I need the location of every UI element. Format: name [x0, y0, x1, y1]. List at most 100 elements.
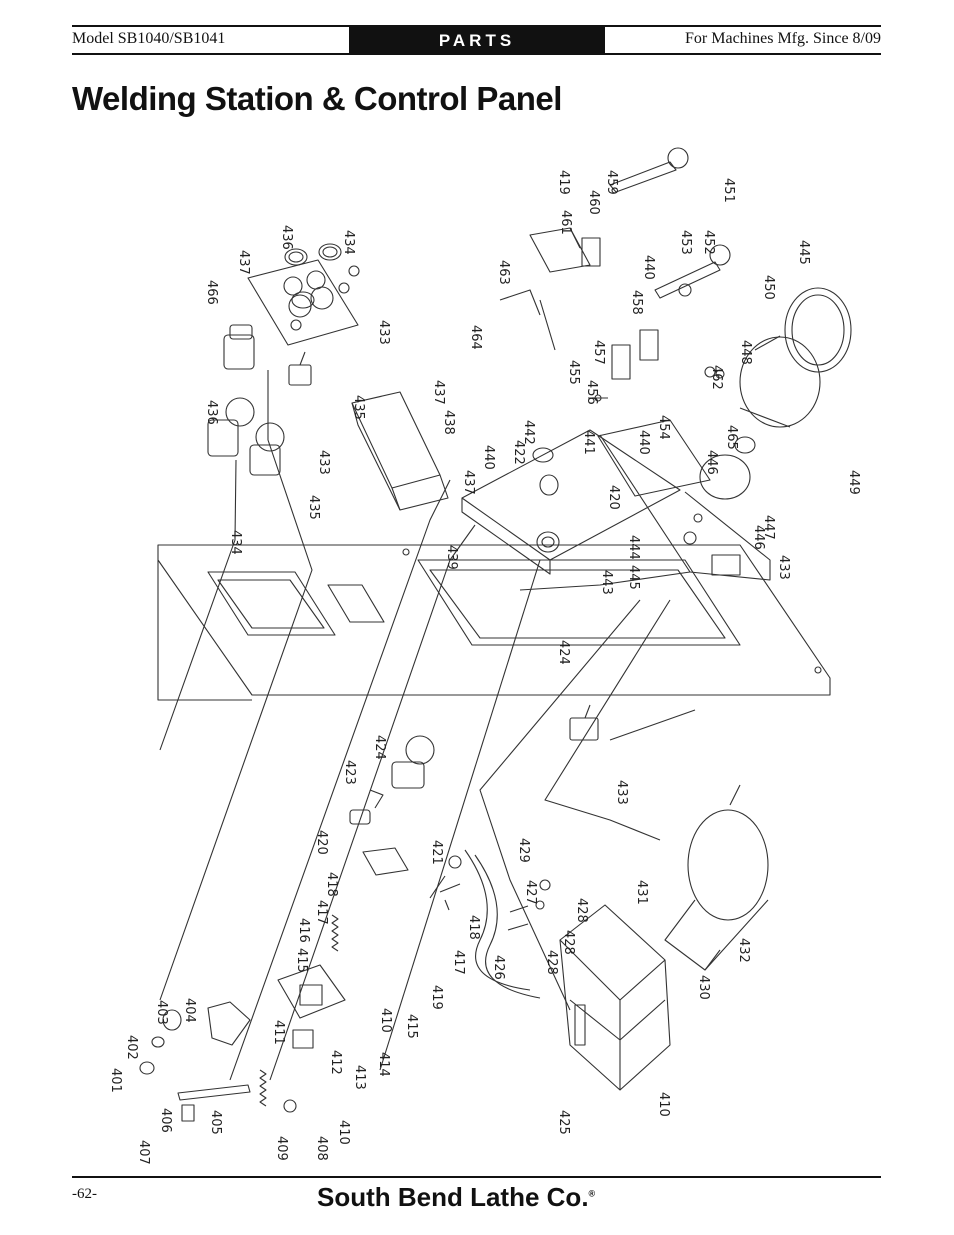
switch-420-lower — [349, 809, 371, 825]
meter-bezel-449 — [739, 336, 821, 428]
part-label-447: 447 — [761, 515, 776, 540]
knob-451 — [667, 147, 689, 169]
part-label-410: 410 — [378, 1008, 393, 1033]
lever-460 — [609, 161, 677, 193]
page-number: -62- — [72, 1186, 97, 1202]
part-label-441: 441 — [581, 430, 596, 455]
part-label-424: 424 — [556, 640, 571, 665]
meter-447 — [699, 454, 751, 500]
motor-431 — [687, 809, 769, 921]
washer-403 — [162, 1009, 182, 1031]
part-label-463: 463 — [496, 260, 511, 285]
part-label-413: 413 — [352, 1065, 367, 1090]
cabinet-door-edge — [157, 560, 252, 701]
page-header: Model SB1040/SB1041 PARTS For Machines M… — [72, 25, 881, 55]
panel-light-424 — [536, 531, 560, 553]
part-label-451: 451 — [721, 178, 736, 203]
part-label-436: 436 — [279, 225, 294, 250]
part-label-424: 424 — [372, 735, 387, 760]
part-label-414: 414 — [376, 1052, 391, 1077]
part-label-434: 434 — [341, 230, 356, 255]
part-label-450: 450 — [761, 275, 776, 300]
part-label-456: 456 — [584, 380, 599, 405]
part-label-411: 411 — [271, 1020, 286, 1045]
part-label-433: 433 — [316, 450, 331, 475]
part-label-462: 462 — [709, 365, 724, 390]
pedal-arm-405 — [177, 1084, 251, 1101]
switch-block-454 — [611, 344, 631, 380]
part-label-420: 420 — [314, 830, 329, 855]
part-label-415: 415 — [404, 1014, 419, 1039]
part-label-464: 464 — [468, 325, 483, 350]
part-label-437: 437 — [431, 380, 446, 405]
vent-cutout — [327, 584, 385, 623]
part-label-416: 416 — [296, 918, 311, 943]
part-label-428: 428 — [561, 930, 576, 955]
part-label-401: 401 — [108, 1068, 123, 1093]
part-label-435: 435 — [351, 395, 366, 420]
part-label-421: 421 — [429, 840, 444, 865]
page-footer: -62- South Bend Lathe Co.® — [72, 1176, 881, 1212]
part-label-454: 454 — [656, 415, 671, 440]
part-label-446: 446 — [751, 525, 766, 550]
rotary-knob-442 — [532, 447, 554, 463]
part-label-431: 431 — [634, 880, 649, 905]
manufacture-date-note: For Machines Mfg. Since 8/09 — [685, 30, 881, 47]
brand-name: South Bend Lathe Co. — [317, 1182, 589, 1212]
switch-plate-466 — [247, 259, 359, 346]
selector-switch-436 — [223, 334, 255, 370]
part-label-428: 428 — [574, 898, 589, 923]
part-label-461: 461 — [558, 210, 573, 235]
part-label-426: 426 — [491, 955, 506, 980]
indicator-435 — [249, 444, 281, 476]
display-window-cutout — [207, 571, 336, 636]
mounting-plate-441 — [461, 429, 681, 561]
part-label-417: 417 — [451, 950, 466, 975]
part-label-442: 442 — [521, 420, 536, 445]
section-tab: PARTS — [349, 27, 605, 53]
part-label-430: 430 — [696, 975, 711, 1000]
part-label-465: 465 — [724, 425, 739, 450]
cabinet-door-panel — [157, 544, 831, 696]
model-number: Model SB1040/SB1041 — [72, 30, 226, 47]
part-label-433: 433 — [614, 780, 629, 805]
part-label-409: 409 — [274, 1136, 289, 1161]
part-label-458: 458 — [629, 290, 644, 315]
part-label-439: 439 — [444, 545, 459, 570]
part-label-433: 433 — [376, 320, 391, 345]
part-label-443: 443 — [599, 570, 614, 595]
part-label-419: 419 — [429, 985, 444, 1010]
part-label-417: 417 — [314, 900, 329, 925]
gauge-450 — [784, 287, 852, 373]
part-label-460: 460 — [586, 190, 601, 215]
toggle-433-top — [288, 364, 312, 386]
part-label-452: 452 — [701, 230, 716, 255]
part-label-453: 453 — [678, 230, 693, 255]
part-label-445: 445 — [796, 240, 811, 265]
part-label-407: 407 — [136, 1140, 151, 1165]
part-label-427: 427 — [523, 880, 538, 905]
registered-mark: ® — [588, 1188, 596, 1199]
part-label-440: 440 — [481, 445, 496, 470]
part-label-402: 402 — [124, 1035, 139, 1060]
cable-gland-424 — [391, 761, 425, 789]
motor-shaft — [729, 784, 741, 806]
part-label-436: 436 — [204, 400, 219, 425]
part-label-432: 432 — [736, 938, 751, 963]
part-label-404: 404 — [182, 998, 197, 1023]
part-label-459: 459 — [604, 170, 619, 195]
exploded-parts-diagram: 4014024034044054064074084094104104104114… — [108, 147, 861, 1165]
part-label-437: 437 — [236, 250, 251, 275]
part-label-405: 405 — [208, 1110, 223, 1135]
part-label-448: 448 — [738, 340, 753, 365]
block-412 — [292, 1029, 314, 1049]
part-label-408: 408 — [314, 1136, 329, 1161]
part-label-434: 434 — [228, 530, 243, 555]
part-label-437: 437 — [461, 470, 476, 495]
spring-416 — [331, 914, 339, 952]
lever-452 — [654, 261, 721, 299]
part-label-420: 420 — [606, 485, 621, 510]
page-title: Welding Station & Control Panel — [72, 80, 562, 117]
part-label-429: 429 — [516, 838, 531, 863]
part-label-412: 412 — [328, 1050, 343, 1075]
